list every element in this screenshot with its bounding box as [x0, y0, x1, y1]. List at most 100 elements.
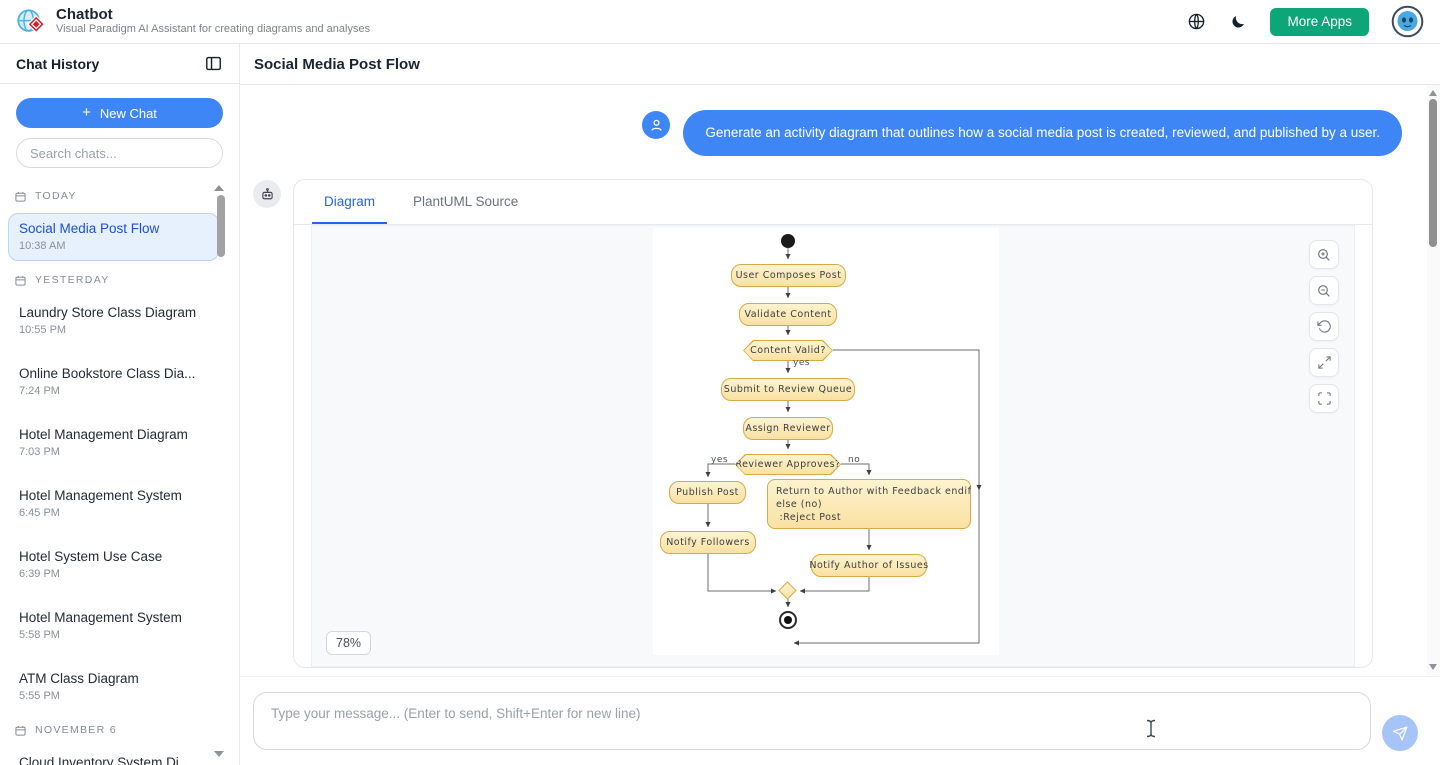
chat-item-time: 6:39 PM — [19, 568, 60, 580]
scroll-up-arrow[interactable] — [1429, 90, 1437, 96]
collapse-sidebar-icon[interactable] — [203, 54, 223, 74]
diagram-zoom-controls — [1309, 240, 1339, 413]
sidebar-title: Chat History — [16, 55, 100, 72]
chat-item-time: 10:55 PM — [19, 324, 67, 336]
section-label: YESTERDAY — [35, 274, 110, 286]
account-avatar[interactable] — [1391, 5, 1424, 38]
brand-text: Chatbot Visual Paradigm AI Assistant for… — [56, 7, 370, 36]
chat-item-cloud-inventory[interactable]: Cloud Inventory System Di... 4:20 PM — [8, 747, 219, 765]
sidebar-scroll-down-arrow[interactable] — [214, 751, 224, 757]
calendar-icon — [15, 725, 26, 736]
app-subtitle: Visual Paradigm AI Assistant for creatin… — [56, 23, 371, 35]
activity-publish-post: Publish Post — [669, 481, 746, 504]
zoom-in-icon[interactable] — [1309, 240, 1339, 269]
chat-item-title: Hotel System Use Case — [19, 549, 163, 564]
chat-item-laundry-store[interactable]: Laundry Store Class Diagram 10:55 PM — [8, 297, 219, 345]
more-apps-button[interactable]: More Apps — [1270, 7, 1369, 36]
chat-scrollbar[interactable] — [1427, 85, 1440, 676]
user-message-row: Generate an activity diagram that outlin… — [240, 110, 1440, 156]
fullscreen-icon[interactable] — [1309, 384, 1339, 413]
edge-label-no: no — [848, 455, 861, 465]
tab-diagram[interactable]: Diagram — [312, 180, 388, 224]
visual-paradigm-logo-icon — [16, 7, 46, 37]
page-title: Social Media Post Flow — [254, 55, 420, 73]
edge-label-yes: yes — [711, 455, 729, 465]
reset-view-icon[interactable] — [1309, 312, 1339, 341]
chat-item-title: Hotel Management Diagram — [19, 427, 188, 442]
chat-item-hotel-management-system-1[interactable]: Hotel Management System 6:45 PM — [8, 480, 219, 528]
scroll-down-arrow[interactable] — [1429, 664, 1437, 670]
chat-item-time: 6:45 PM — [19, 507, 60, 519]
sidebar-header: Chat History — [0, 44, 239, 84]
bot-avatar-icon — [253, 180, 281, 208]
chat-message-area: Generate an activity diagram that outlin… — [240, 85, 1440, 676]
chat-item-title: ATM Class Diagram — [19, 671, 139, 686]
message-composer — [240, 676, 1440, 765]
diagram-card: Diagram PlantUML Source — [293, 179, 1373, 668]
message-input[interactable] — [253, 692, 1371, 750]
end-node — [779, 611, 797, 629]
start-node — [781, 234, 795, 248]
send-button[interactable] — [1382, 715, 1418, 751]
chat-history-list: TODAY Social Media Post Flow 10:38 AM YE… — [0, 181, 239, 765]
search-chats-input[interactable] — [16, 138, 223, 168]
chat-item-title: Laundry Store Class Diagram — [19, 305, 197, 320]
diagram-viewport[interactable]: User Composes Post Validate Content Cont… — [311, 225, 1355, 667]
chat-item-time: 5:55 PM — [19, 690, 60, 702]
user-message-bubble: Generate an activity diagram that outlin… — [683, 110, 1402, 156]
top-bar-actions: More Apps — [1186, 5, 1424, 38]
text-cursor-ibeam — [1146, 719, 1156, 738]
chat-item-online-bookstore[interactable]: Online Bookstore Class Dia... 7:24 PM — [8, 358, 219, 406]
activity-user-composes-post: User Composes Post — [731, 264, 846, 287]
sidebar-scroll-up-arrow[interactable] — [214, 185, 224, 191]
chat-item-title: Hotel Management System — [19, 610, 182, 625]
decision-reviewer-approves: Reviewer Approves? — [735, 454, 841, 475]
section-header-today: TODAY — [15, 190, 219, 202]
diagram-tab-bar: Diagram PlantUML Source — [294, 180, 1372, 225]
language-globe-icon[interactable] — [1186, 12, 1206, 32]
chat-item-title: Social Media Post Flow — [19, 221, 160, 236]
chat-item-atm-class-diagram[interactable]: ATM Class Diagram 5:55 PM — [8, 663, 219, 711]
activity-validate-content: Validate Content — [739, 303, 837, 326]
zoom-out-icon[interactable] — [1309, 276, 1339, 305]
section-label: NOVEMBER 6 — [35, 724, 117, 736]
scrollbar-thumb[interactable] — [1429, 99, 1437, 247]
plus-icon: + — [82, 104, 91, 121]
chat-item-social-media-post-flow[interactable]: Social Media Post Flow 10:38 AM — [8, 213, 219, 261]
dark-mode-moon-icon[interactable] — [1228, 12, 1248, 32]
activity-diagram-canvas: User Composes Post Validate Content Cont… — [653, 228, 999, 655]
tab-plantuml-source[interactable]: PlantUML Source — [413, 193, 519, 209]
sidebar-scrollbar-thumb[interactable] — [217, 195, 225, 257]
chat-item-time: 5:58 PM — [19, 629, 60, 641]
chat-item-title: Hotel Management System — [19, 488, 182, 503]
chat-item-title: Online Bookstore Class Dia... — [19, 366, 196, 381]
top-bar: Chatbot Visual Paradigm AI Assistant for… — [0, 0, 1440, 44]
chat-item-time: 7:03 PM — [19, 446, 60, 458]
chat-item-title: Cloud Inventory System Di... — [19, 755, 191, 765]
new-chat-button[interactable]: + New Chat — [16, 98, 223, 128]
chat-item-hotel-management-system-2[interactable]: Hotel Management System 5:58 PM — [8, 602, 219, 650]
section-header-november-6: NOVEMBER 6 — [15, 724, 219, 736]
decision-content-valid: Content Valid? — [743, 340, 833, 361]
section-header-yesterday: YESTERDAY — [15, 274, 219, 286]
activity-submit-to-review-queue: Submit to Review Queue — [721, 378, 855, 401]
chat-item-time: 10:38 AM — [19, 240, 66, 252]
zoom-level-badge: 78% — [326, 631, 372, 655]
chat-item-hotel-system-use-case[interactable]: Hotel System Use Case 6:39 PM — [8, 541, 219, 589]
edge-label-yes: yes — [793, 358, 811, 368]
app-title: Chatbot — [56, 6, 113, 23]
new-chat-label: New Chat — [99, 105, 157, 121]
section-label: TODAY — [35, 190, 77, 202]
activity-assign-reviewer: Assign Reviewer — [743, 417, 833, 440]
chat-item-hotel-management-diagram[interactable]: Hotel Management Diagram 7:03 PM — [8, 419, 219, 467]
bot-message-row: Diagram PlantUML Source — [240, 179, 1440, 668]
chat-item-time: 7:24 PM — [19, 385, 60, 397]
activity-return-to-author: Return to Author with Feedback endif els… — [767, 479, 971, 529]
brand: Chatbot Visual Paradigm AI Assistant for… — [16, 7, 370, 37]
user-avatar-icon — [642, 111, 671, 139]
activity-notify-author-of-issues: Notify Author of Issues — [809, 554, 928, 577]
expand-icon[interactable] — [1309, 348, 1339, 377]
activity-notify-followers: Notify Followers — [660, 531, 756, 554]
main-panel: Social Media Post Flow Generate an activ… — [240, 44, 1440, 765]
